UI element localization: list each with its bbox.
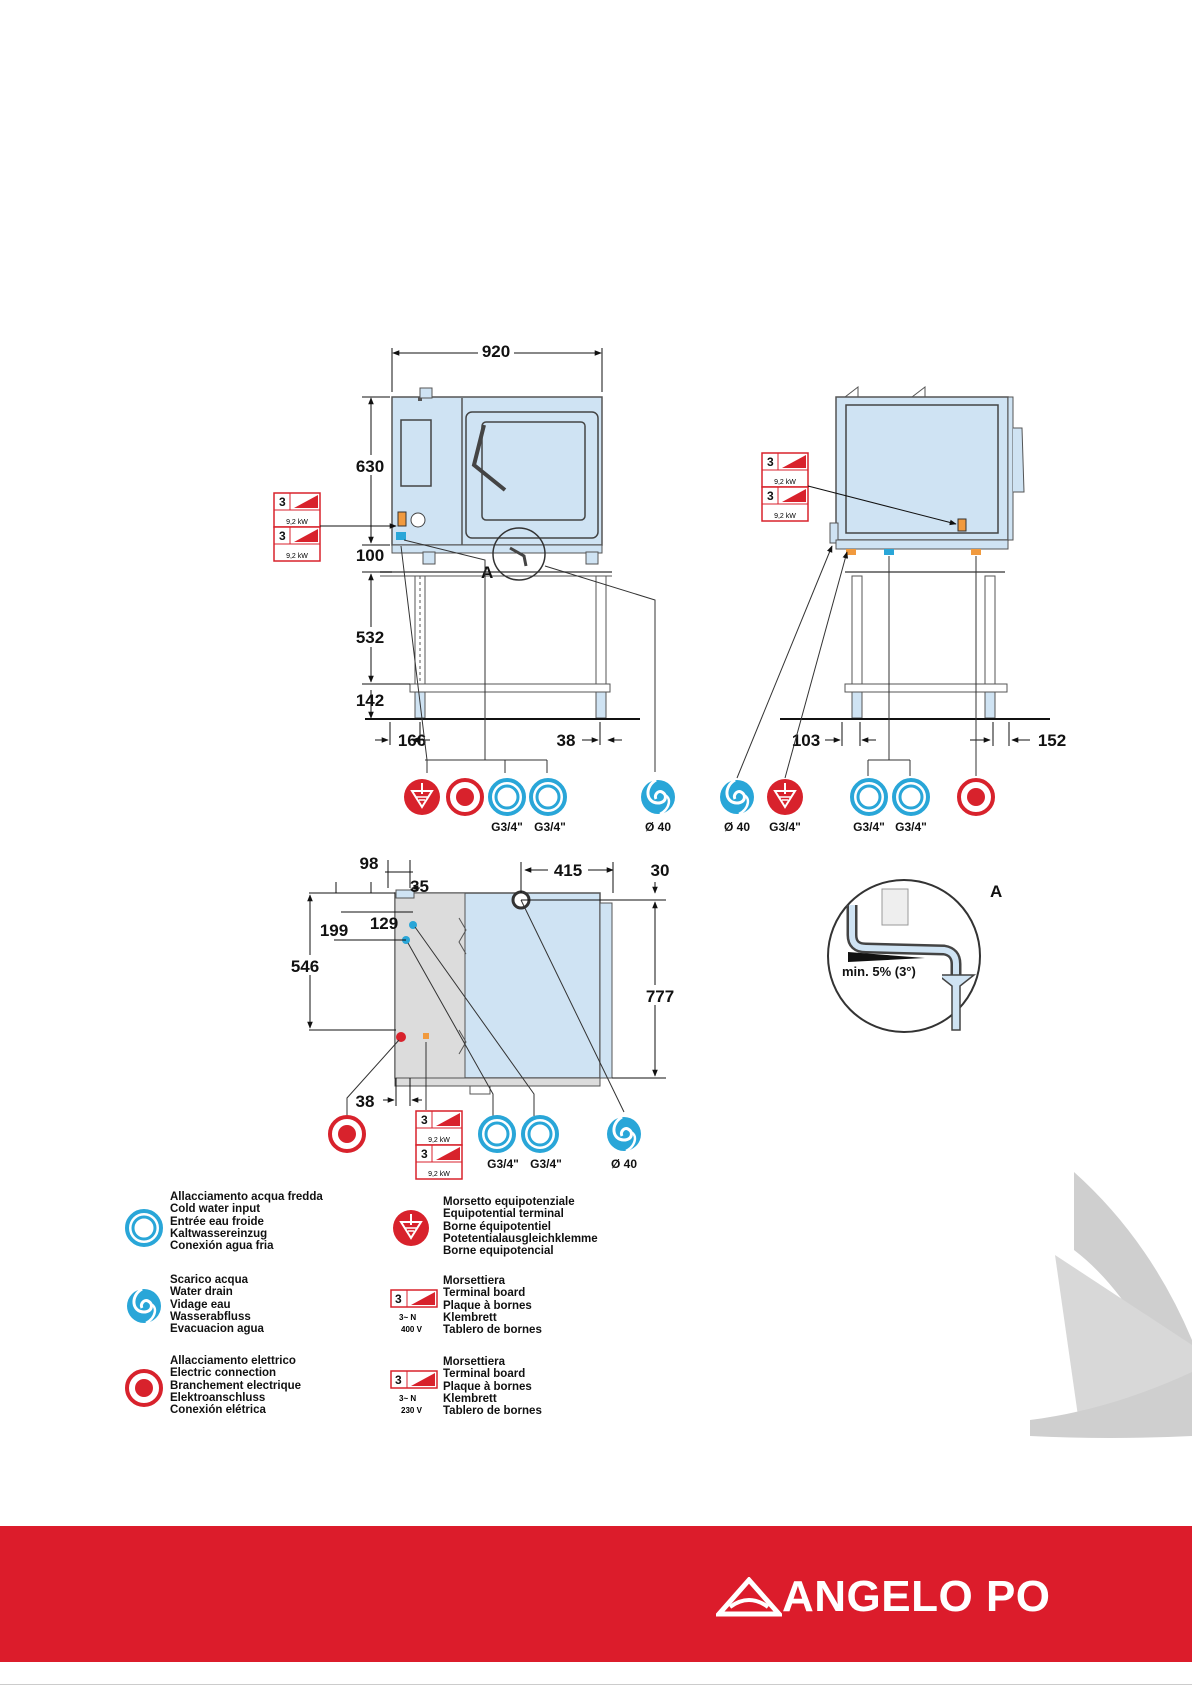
electric-connection-icon bbox=[957, 778, 995, 816]
dim-shelf-height: 142 bbox=[356, 691, 384, 710]
dim-35: 35 bbox=[410, 877, 429, 896]
top-view: 98 35 415 30 777 129 199 546 38 bbox=[284, 854, 680, 1180]
terminal-board-icon: 3 9,2 kW bbox=[761, 486, 809, 522]
brand-mark-icon bbox=[716, 1577, 782, 1617]
side-view: 3 9,2 kW 3 9,2 kW 103 152 bbox=[736, 385, 1066, 779]
top-connections: G3/4" G3/4" Ø 40 bbox=[328, 1115, 643, 1171]
dim-width: 920 bbox=[482, 342, 510, 361]
cold-water-input-icon bbox=[125, 1209, 163, 1247]
svg-text:3~ N: 3~ N bbox=[399, 1313, 416, 1322]
cold-water-input-icon bbox=[521, 1115, 559, 1153]
brand-name: ANGELO PO bbox=[782, 1572, 1051, 1621]
dim-base-height: 100 bbox=[356, 546, 384, 565]
control-panel bbox=[400, 419, 432, 487]
svg-text:3: 3 bbox=[279, 495, 286, 509]
side-connections: Ø 40 G3/4" G3/4" G3/4" bbox=[718, 778, 995, 834]
terminal-board-400v-icon: 3 3~ N 400 V bbox=[390, 1289, 438, 1334]
cold-water-input-icon bbox=[529, 778, 567, 816]
svg-text:3: 3 bbox=[395, 1292, 402, 1306]
front-connections: G3/4" G3/4" Ø 40 bbox=[403, 778, 677, 834]
connection-label: G3/4" bbox=[853, 820, 885, 834]
svg-text:9,2 kW: 9,2 kW bbox=[774, 479, 796, 486]
brand-logo: ANGELO PO bbox=[716, 1572, 1051, 1622]
svg-text:9,2 kW: 9,2 kW bbox=[774, 513, 796, 520]
connection-label: G3/4" bbox=[769, 820, 801, 834]
dim-546: 546 bbox=[291, 957, 319, 976]
connection-label: Ø 40 bbox=[645, 820, 671, 834]
water-drain-icon bbox=[605, 1115, 643, 1153]
svg-text:3: 3 bbox=[421, 1147, 428, 1161]
connection-label: Ø 40 bbox=[724, 820, 750, 834]
connection-label: G3/4" bbox=[534, 820, 566, 834]
connection-label: Ø 40 bbox=[611, 1157, 637, 1171]
water-drain-icon bbox=[718, 778, 756, 816]
cold-water-input-icon bbox=[478, 1115, 516, 1153]
dim-777: 777 bbox=[646, 987, 674, 1006]
connection-label: G3/4" bbox=[491, 820, 523, 834]
electric-connection-icon bbox=[125, 1369, 163, 1407]
cold-water-input-icon bbox=[892, 778, 930, 816]
svg-text:3: 3 bbox=[395, 1373, 402, 1387]
svg-text:230 V: 230 V bbox=[401, 1406, 423, 1415]
terminal-board-icon: 3 9,2 kW bbox=[273, 492, 321, 528]
dim-129: 129 bbox=[370, 914, 398, 933]
svg-text:3: 3 bbox=[767, 489, 774, 503]
electric-connection-icon bbox=[328, 1115, 366, 1153]
terminal-board-icon: 3 9,2 kW bbox=[415, 1110, 463, 1146]
terminal-board-icon: 3 9,2 kW bbox=[761, 452, 809, 488]
svg-text:3: 3 bbox=[767, 455, 774, 469]
connection-label: G3/4" bbox=[530, 1157, 562, 1171]
svg-text:9,2 kW: 9,2 kW bbox=[286, 519, 308, 526]
svg-text:9,2 kW: 9,2 kW bbox=[428, 1137, 450, 1144]
dim-30: 30 bbox=[651, 861, 670, 880]
front-view: A 920 630 100 532 142 166 38 3 9,2 bbox=[273, 342, 656, 773]
cold-water-input-icon bbox=[488, 778, 526, 816]
dim-stand-height: 532 bbox=[356, 628, 384, 647]
equipotential-terminal-icon bbox=[766, 778, 804, 816]
detail-a-label: A bbox=[990, 882, 1002, 901]
dim-offset-left: 166 bbox=[398, 731, 426, 750]
dim-415: 415 bbox=[554, 861, 582, 880]
svg-text:3~ N: 3~ N bbox=[399, 1394, 416, 1403]
slope-text: min. 5% (3°) bbox=[842, 964, 916, 979]
connection-label: G3/4" bbox=[895, 820, 927, 834]
electric-connection-icon bbox=[446, 778, 484, 816]
terminal-board-230v-icon: 3 3~ N 230 V bbox=[390, 1370, 438, 1415]
svg-text:9,2 kW: 9,2 kW bbox=[428, 1171, 450, 1178]
terminal-board-icon: 3 9,2 kW bbox=[273, 526, 321, 562]
svg-text:3: 3 bbox=[279, 529, 286, 543]
detail-a-marker: A bbox=[481, 563, 493, 582]
dim-offset-right: 38 bbox=[557, 731, 576, 750]
legend-icons: 3 3~ N 400 V 3 3~ N 230 V bbox=[125, 1209, 438, 1415]
cold-water-input-icon bbox=[850, 778, 888, 816]
dim-199: 199 bbox=[320, 921, 348, 940]
detail-a: A min. 5% (3°) bbox=[827, 879, 1002, 1033]
svg-text:3: 3 bbox=[421, 1113, 428, 1127]
decorative-swoosh bbox=[1030, 1172, 1192, 1438]
water-drain-icon bbox=[639, 778, 677, 816]
connection-label: G3/4" bbox=[487, 1157, 519, 1171]
svg-text:400 V: 400 V bbox=[401, 1325, 423, 1334]
water-drain-icon bbox=[125, 1287, 163, 1325]
dim-38: 38 bbox=[356, 1092, 375, 1111]
equipotential-terminal-icon bbox=[392, 1209, 430, 1247]
terminal-board-icon: 3 9,2 kW bbox=[415, 1144, 463, 1180]
equipotential-terminal-icon bbox=[403, 778, 441, 816]
svg-text:9,2 kW: 9,2 kW bbox=[286, 553, 308, 560]
dim-oven-height: 630 bbox=[356, 457, 384, 476]
dim-side-offset-right: 152 bbox=[1038, 731, 1066, 750]
dim-side-offset-left: 103 bbox=[792, 731, 820, 750]
brand-footer bbox=[0, 1526, 1192, 1662]
dim-98: 98 bbox=[360, 854, 379, 873]
